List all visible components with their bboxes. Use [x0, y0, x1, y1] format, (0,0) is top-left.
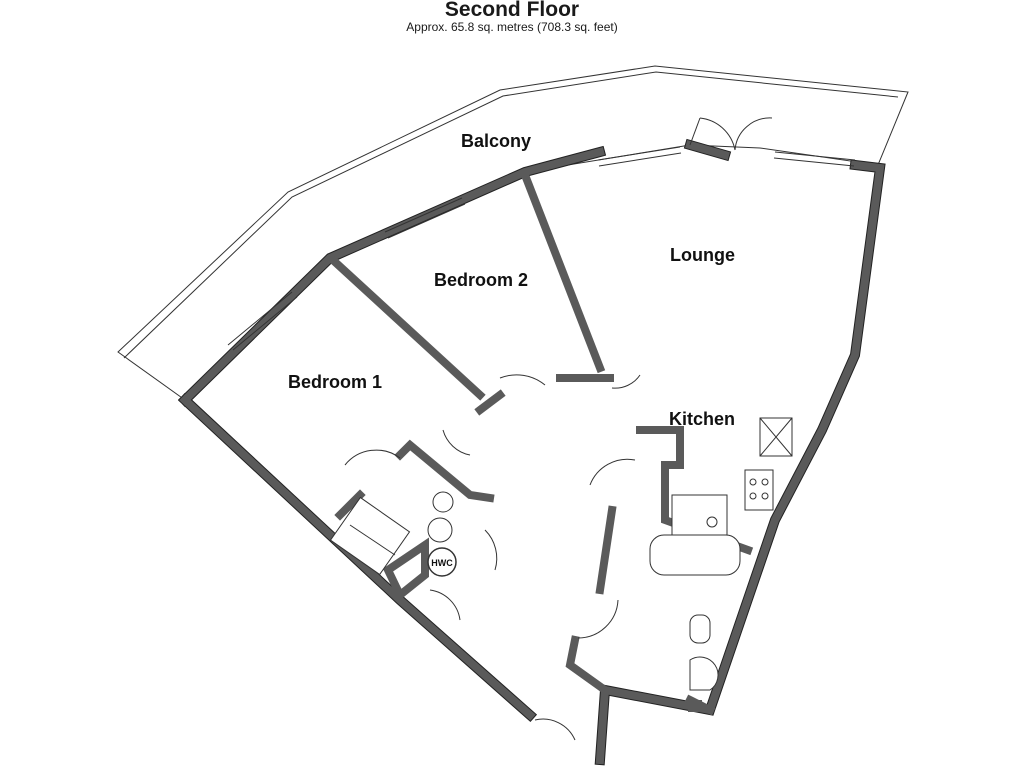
kitchen-units: [671, 417, 793, 536]
room-label-hwc: HWC: [431, 558, 453, 568]
balcony-door: [689, 117, 773, 151]
toilet-icon: [689, 614, 711, 644]
exterior-wall-fill: [179, 140, 885, 765]
ensuite-fittings: [329, 491, 454, 576]
balcony-inner-line: [123, 71, 899, 359]
plan-title: Second Floor: [444, 0, 580, 21]
room-label-balcony: Balcony: [461, 131, 531, 151]
plan-header: Second Floor Approx. 65.8 sq. metres (70…: [0, 0, 1024, 35]
plan-area-subtitle: Approx. 65.8 sq. metres (708.3 sq. feet): [406, 20, 618, 34]
ensuite-basin-icon: [427, 517, 453, 543]
hwc-cupboard: HWC: [427, 547, 457, 577]
room-label-kitchen: Kitchen: [669, 409, 735, 429]
ensuite-toilet-icon: [432, 491, 454, 513]
bath-icon: [649, 534, 741, 576]
windows: [227, 146, 856, 351]
room-label-lounge: Lounge: [670, 245, 735, 265]
interior-doors: [344, 374, 641, 741]
room-label-bedroom-1: Bedroom 1: [288, 372, 382, 392]
room-label-bedroom-2: Bedroom 2: [434, 270, 528, 290]
shower-tray-icon: [329, 496, 411, 576]
bathroom-fittings: [649, 534, 741, 712]
sink-unit: [671, 494, 728, 536]
hob-unit: [744, 469, 774, 511]
washbasin-icon: [689, 656, 719, 691]
